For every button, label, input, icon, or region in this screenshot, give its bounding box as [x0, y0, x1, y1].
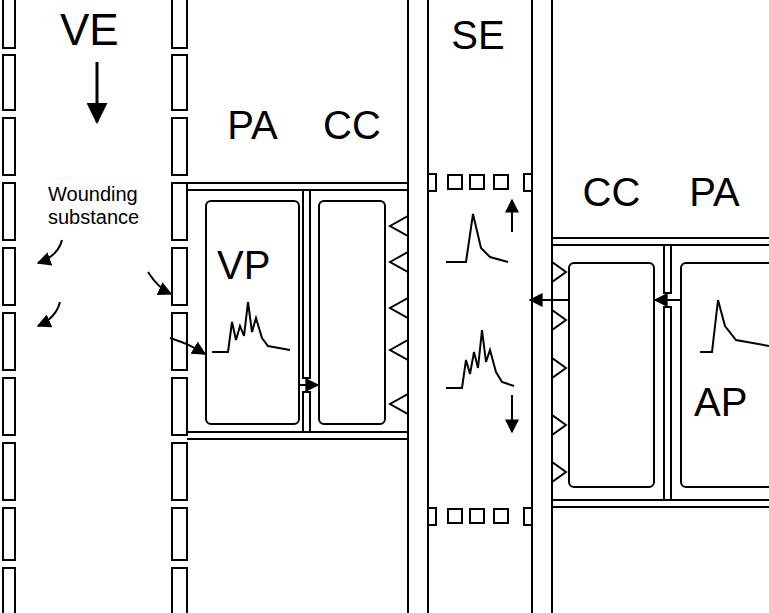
vessel-wall: [3, 0, 187, 613]
potential-label: AP: [694, 379, 747, 425]
flow-arrow: [300, 384, 318, 386]
cell-label: SE: [428, 12, 528, 58]
companion-cell: CC: [568, 262, 655, 488]
flow-arrow: [530, 299, 568, 301]
cell-label: PA: [670, 169, 759, 215]
flow-arrow: [655, 299, 680, 301]
annotation: Wounding substance: [48, 183, 173, 229]
potential-label: VP: [217, 242, 270, 288]
vessel-element: VE Wounding substance: [18, 0, 170, 613]
cell-label: CC: [318, 102, 386, 148]
potential-trace: [212, 214, 769, 388]
sieve-plate: [428, 174, 532, 525]
sieve-element: SE: [430, 0, 530, 613]
cell-label: CC: [568, 169, 655, 215]
plasmodesma: [390, 216, 566, 482]
cell-label: PA: [205, 102, 300, 148]
flow-arrow: [170, 338, 205, 354]
parenchyma-cell: PAVP: [205, 200, 300, 425]
companion-cell: CC: [318, 200, 386, 425]
cell-label: VE: [60, 5, 119, 56]
flow-arrow: [38, 62, 512, 432]
parenchyma-cell: PAAP: [680, 262, 769, 488]
